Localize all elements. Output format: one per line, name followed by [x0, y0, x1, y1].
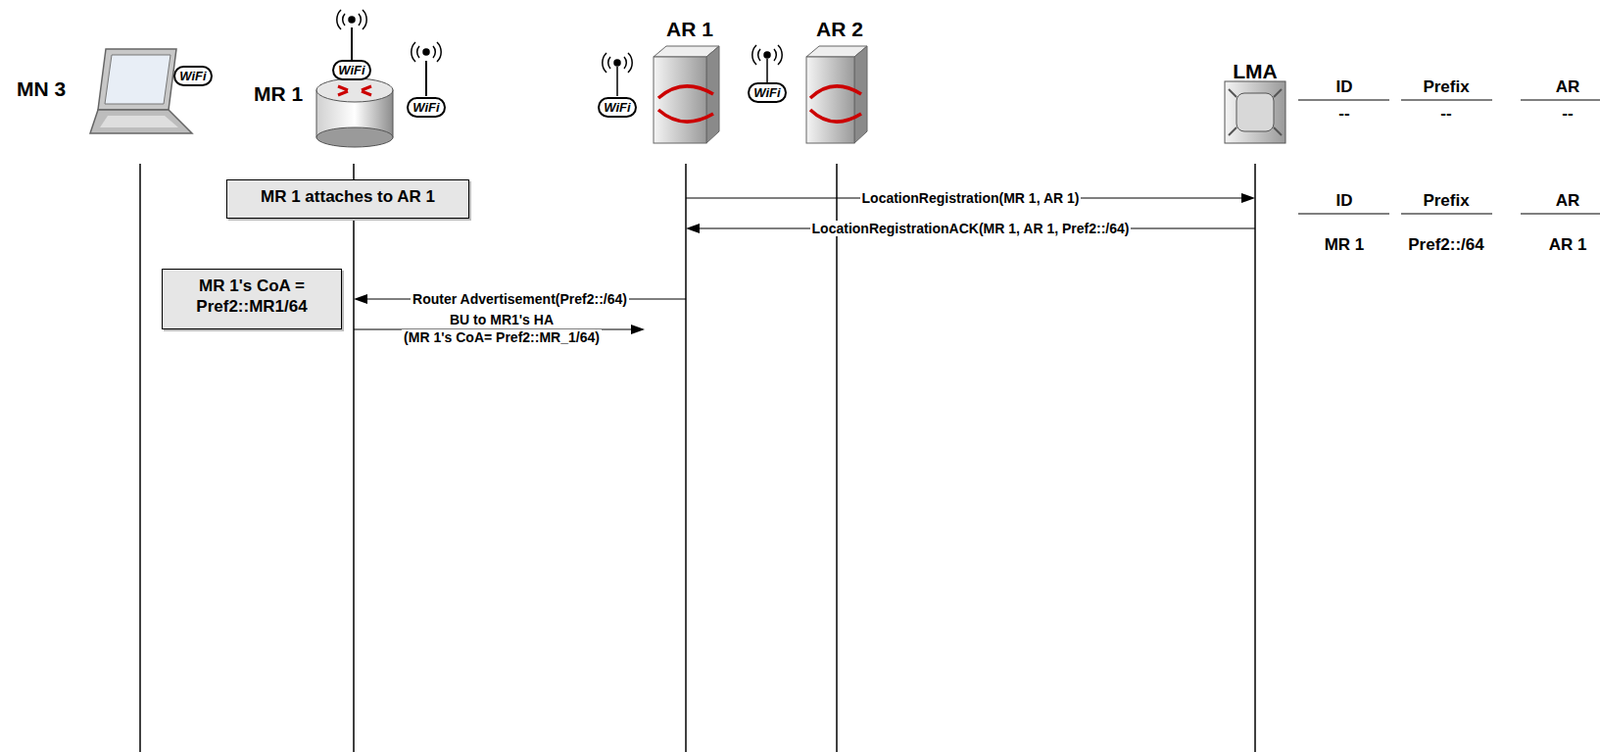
- table-cell: Prefix: [1422, 191, 1469, 211]
- table-cell: MR 1: [1324, 235, 1365, 255]
- note-box: MR 1's CoA = Pref2::MR1/64: [161, 268, 342, 330]
- entity-name: LMA: [1228, 57, 1282, 86]
- entity-name: AR 1: [662, 15, 718, 44]
- entity-name: MN 3: [12, 75, 70, 103]
- wifi-badge: WiFi: [747, 82, 786, 103]
- table-cell: AR: [1555, 77, 1581, 97]
- node-text: LMA: [1232, 59, 1278, 84]
- table-cell: ID: [1336, 77, 1354, 97]
- node-text: AR 1: [666, 17, 714, 42]
- wifi-badge: WiFi: [406, 96, 445, 118]
- node-text: MR 1: [253, 82, 303, 106]
- wifi-badge: WiFi: [173, 65, 212, 87]
- note-box: MR 1 attaches to AR 1: [226, 179, 470, 219]
- message-label: LocationRegistrationACK(MR 1, AR 1, Pref…: [810, 220, 1132, 237]
- table-cell: --: [1561, 103, 1573, 124]
- lma-icon: [1224, 81, 1286, 144]
- node-text: MR 1's CoA = Pref2::MR1/64: [170, 275, 334, 318]
- message-label: BU to MR1's HA: [447, 311, 556, 328]
- entity-name: MR 1: [249, 80, 307, 108]
- access-router-icons: [653, 46, 868, 144]
- table-cell: --: [1338, 103, 1350, 124]
- wifi-badge: WiFi: [597, 96, 636, 118]
- table-cell: --: [1440, 103, 1452, 124]
- table-cell: Pref2::/64: [1407, 235, 1484, 255]
- entity-name: AR 2: [812, 15, 868, 44]
- message-label: LocationRegistration(MR 1, AR 1): [860, 190, 1082, 206]
- message-label: Router Advertisement(Pref2::/64): [410, 290, 630, 307]
- node-text: AR 2: [816, 17, 864, 42]
- table-rules: [1298, 99, 1600, 214]
- router-icon: [316, 27, 427, 147]
- table-cell: AR 1: [1549, 235, 1588, 255]
- laptop-icon: [90, 48, 193, 134]
- node-text: MR 1 attaches to AR 1: [235, 186, 461, 207]
- table-cell: Prefix: [1422, 77, 1469, 97]
- wifi-badge: WiFi: [332, 59, 371, 81]
- table-cell: ID: [1336, 191, 1354, 211]
- table-cell: AR: [1555, 191, 1581, 211]
- node-text: MN 3: [16, 77, 66, 101]
- message-label: (MR 1's CoA= Pref2::MR_1/64): [401, 329, 602, 345]
- lifelines: [140, 163, 1256, 752]
